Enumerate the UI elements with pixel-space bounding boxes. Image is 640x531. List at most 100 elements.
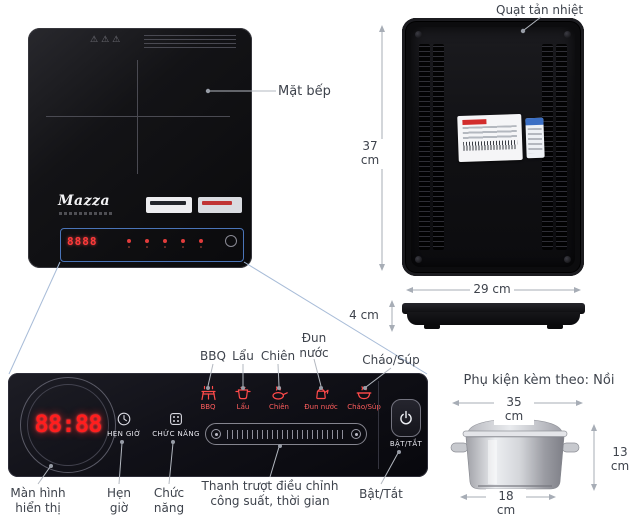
bbq-icon bbox=[200, 385, 216, 401]
dimension-height: 37 cm bbox=[350, 139, 390, 169]
screw bbox=[564, 256, 571, 263]
warning-icons: ⚠⚠⚠ bbox=[90, 35, 123, 45]
power-button-label: BẬT/TẮT bbox=[389, 440, 423, 448]
timer-icon bbox=[117, 412, 131, 426]
fry-pan-icon bbox=[271, 386, 288, 400]
front-power-button bbox=[225, 235, 237, 247]
side-body bbox=[407, 312, 580, 325]
dimension-pot-base: 18 cm bbox=[486, 489, 526, 519]
function-icon bbox=[170, 413, 182, 425]
sticker-logo bbox=[462, 119, 487, 125]
callout-power: Bật/Tắt bbox=[359, 487, 403, 501]
control-panel-zoom: 88:88 HẸN GIỜ CHỨC NĂNG BBQ Lẩu Chiên Đu… bbox=[8, 373, 428, 477]
screw bbox=[415, 31, 422, 38]
panel-divider bbox=[378, 381, 379, 469]
power-button-pad bbox=[391, 399, 421, 437]
callout-timer: Hẹn giờ bbox=[106, 486, 131, 515]
side-foot bbox=[424, 324, 440, 329]
vent-grille bbox=[556, 44, 567, 250]
control-key-dot bbox=[199, 239, 203, 243]
control-key-dot bbox=[163, 239, 167, 243]
dimension-13-arrow bbox=[591, 424, 597, 491]
slider-end-right bbox=[351, 429, 361, 439]
sticker-text-bar bbox=[150, 201, 186, 205]
pot-handle-right bbox=[561, 442, 580, 453]
mode-porridge-soup: Cháo/Súp bbox=[342, 385, 386, 411]
dimension-thickness: 4 cm bbox=[346, 308, 382, 324]
pot-body bbox=[465, 436, 565, 490]
sticker-text-lines bbox=[527, 127, 543, 154]
display-ring-outer bbox=[20, 377, 116, 473]
callout-function: Chức năng bbox=[153, 486, 185, 515]
display-ring-inner bbox=[27, 384, 109, 466]
rating-sticker bbox=[525, 117, 545, 159]
mode-label: Chiên bbox=[268, 403, 289, 411]
mode-fry: Chiên bbox=[257, 385, 301, 411]
slider-end-left bbox=[211, 429, 221, 439]
control-key-dot bbox=[145, 239, 149, 243]
pot-illustration bbox=[450, 410, 580, 490]
warning-icon: ⚠ bbox=[112, 35, 124, 45]
product-sticker bbox=[457, 113, 523, 163]
sticker-barcode bbox=[463, 140, 518, 151]
inverter-sticker bbox=[146, 197, 192, 213]
warning-icon: ⚠ bbox=[101, 35, 113, 45]
side-top-surface bbox=[402, 303, 585, 314]
callout-surface: Mặt bếp bbox=[278, 84, 331, 99]
power-icon bbox=[400, 410, 412, 425]
control-key-dot bbox=[181, 239, 185, 243]
control-key-dot bbox=[127, 239, 131, 243]
callout-mode-bbq: BBQ bbox=[200, 349, 226, 363]
vent-grille bbox=[542, 44, 553, 250]
control-panel-highlight bbox=[60, 228, 244, 262]
mode-label: BBQ bbox=[200, 403, 216, 411]
callout-mode-hotpot: Lẩu bbox=[232, 349, 254, 363]
vent-grille bbox=[419, 44, 430, 250]
warning-icon: ⚠ bbox=[90, 35, 102, 45]
cooktop-front-view: ⚠⚠⚠ Mazza 8888 bbox=[28, 28, 252, 268]
slider-ticks bbox=[227, 429, 345, 439]
sticker-text-bar bbox=[202, 201, 232, 205]
fine-print-block bbox=[144, 35, 236, 50]
callout-mode-fry: Chiên bbox=[260, 349, 296, 363]
dimension-pot-height: 13 cm bbox=[600, 445, 640, 475]
accessory-pot bbox=[448, 408, 582, 496]
screw bbox=[415, 256, 422, 263]
dimension-width: 29 cm bbox=[470, 282, 514, 298]
callout-mode-boil-water: Đun nước bbox=[299, 331, 329, 360]
accessory-title: Phụ kiện kèm theo: Nồi bbox=[463, 373, 615, 388]
dimension-4-arrow bbox=[389, 300, 395, 332]
brand-tagline bbox=[59, 212, 113, 215]
cooking-zone-crosshair-h bbox=[46, 116, 230, 117]
function-button: CHỨC NĂNG bbox=[150, 411, 202, 438]
kettle-icon bbox=[316, 388, 329, 400]
power-button: BẬT/TẮT bbox=[384, 399, 428, 448]
screw bbox=[564, 31, 571, 38]
energy-sticker bbox=[198, 197, 242, 213]
mode-label: Cháo/Súp bbox=[347, 403, 381, 411]
cooking-zone-crosshair-v bbox=[137, 60, 138, 174]
pot-handle-left bbox=[450, 442, 469, 453]
front-control-keys bbox=[127, 239, 203, 243]
callout-mode-porridge-soup: Cháo/Súp bbox=[362, 353, 420, 367]
soup-bowl-icon bbox=[356, 386, 372, 400]
vent-grille bbox=[433, 44, 444, 250]
mode-label: Lẩu bbox=[236, 403, 250, 411]
callout-cooling-fan: Quạt tản nhiệt bbox=[496, 3, 584, 17]
mode-bbq: BBQ bbox=[186, 385, 230, 411]
sticker-text-lines bbox=[462, 125, 518, 140]
sticker-header bbox=[525, 117, 544, 126]
brand-logo: Mazza bbox=[58, 193, 111, 209]
timer-button-label: HẸN GIỜ bbox=[107, 430, 141, 438]
cooktop-back-view bbox=[402, 18, 584, 276]
panel-display: 88:88 bbox=[34, 410, 102, 438]
hotpot-icon bbox=[235, 386, 251, 400]
dimension-pot-width: 35 cm bbox=[494, 395, 534, 425]
callout-slider: Thanh trượt điều chỉnh công suất, thời g… bbox=[201, 479, 339, 508]
callout-display: Màn hình hiển thị bbox=[10, 486, 66, 515]
timer-button: HẸN GIỜ bbox=[98, 411, 150, 438]
power-time-slider bbox=[205, 423, 367, 445]
cooktop-side-view bbox=[402, 303, 585, 332]
mode-label: Đun nước bbox=[304, 403, 338, 411]
